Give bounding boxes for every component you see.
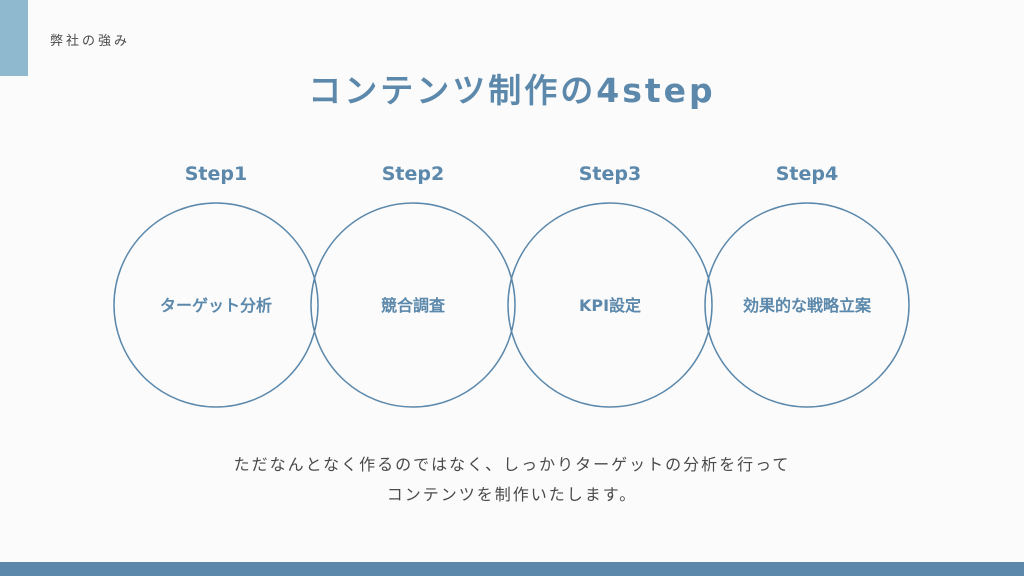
description: ただなんとなく作るのではなく、しっかりターゲットの分析を行って コンテンツを制作… xyxy=(0,450,1024,510)
step-4-text: 効果的な戦略立案 xyxy=(743,296,872,315)
step-3-text: KPI設定 xyxy=(579,296,641,315)
step-1-circle xyxy=(113,202,319,408)
step-4-label: Step4 xyxy=(776,163,838,185)
step-1: Step1 ターゲット分析 xyxy=(113,163,319,408)
step-2-circle xyxy=(310,202,516,408)
description-line-1: ただなんとなく作るのではなく、しっかりターゲットの分析を行って xyxy=(233,455,791,474)
step-1-text: ターゲット分析 xyxy=(160,296,272,315)
corner-accent-block xyxy=(0,0,28,76)
section-label: 弊社の強み xyxy=(50,34,131,49)
step-3-circle xyxy=(507,202,713,408)
step-2-label: Step2 xyxy=(382,163,444,185)
step-4-circle xyxy=(704,202,910,408)
step-2: Step2 競合調査 xyxy=(310,163,516,408)
step-1-label: Step1 xyxy=(185,163,247,185)
step-3: Step3 KPI設定 xyxy=(507,163,713,408)
step-4: Step4 効果的な戦略立案 xyxy=(704,163,910,408)
step-2-text: 競合調査 xyxy=(381,296,445,315)
description-line-2: コンテンツを制作いたします。 xyxy=(386,485,638,504)
step-3-label: Step3 xyxy=(579,163,641,185)
bottom-accent-bar xyxy=(0,562,1024,576)
page-title: コンテンツ制作の4step xyxy=(308,71,716,110)
